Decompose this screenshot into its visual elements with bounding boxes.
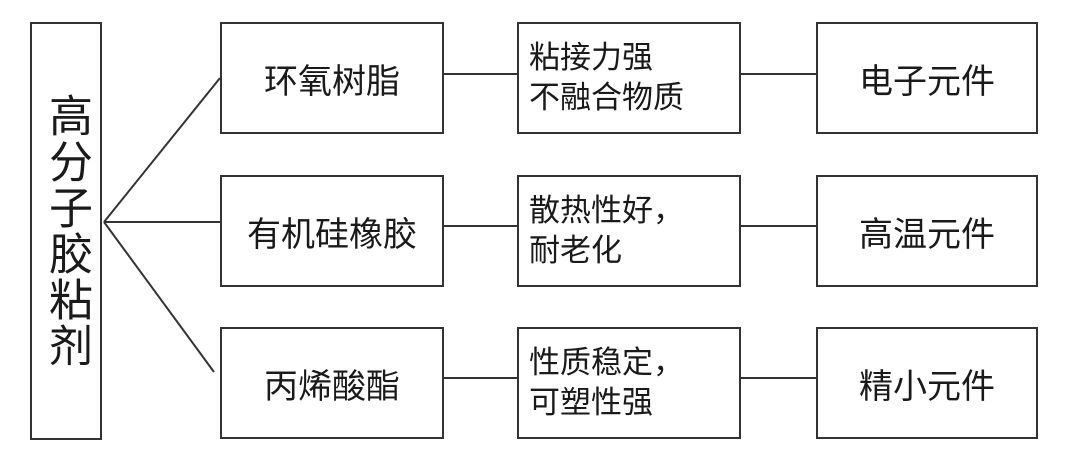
property-node-2: 散热性好， 耐老化 [517, 175, 741, 287]
material-node-2: 有机硅橡胶 [220, 175, 444, 287]
material-label: 丙烯酸酯 [264, 366, 400, 407]
property-label: 性质稳定， 可塑性强 [529, 345, 684, 421]
use-node-3: 精小元件 [816, 327, 1038, 439]
use-label: 电子元件 [859, 61, 995, 102]
use-node-1: 电子元件 [816, 22, 1038, 134]
property-node-3: 性质稳定， 可塑性强 [517, 327, 741, 439]
property-node-1: 粘接力强 不融合物质 [517, 22, 741, 134]
use-label: 高温元件 [859, 214, 995, 255]
property-label: 粘接力强 不融合物质 [529, 40, 684, 116]
branch-line-3 [103, 221, 215, 373]
material-label: 有机硅橡胶 [247, 214, 417, 255]
property-label: 散热性好， 耐老化 [529, 193, 684, 269]
use-node-2: 高温元件 [816, 175, 1038, 287]
root-label: 高分子胶粘剂 [41, 93, 92, 369]
material-node-3: 丙烯酸酯 [220, 327, 444, 439]
root-node: 高分子胶粘剂 [30, 22, 102, 440]
use-label: 精小元件 [859, 366, 995, 407]
material-label: 环氧树脂 [264, 61, 400, 102]
material-node-1: 环氧树脂 [220, 22, 444, 134]
branch-line-1 [103, 77, 221, 223]
